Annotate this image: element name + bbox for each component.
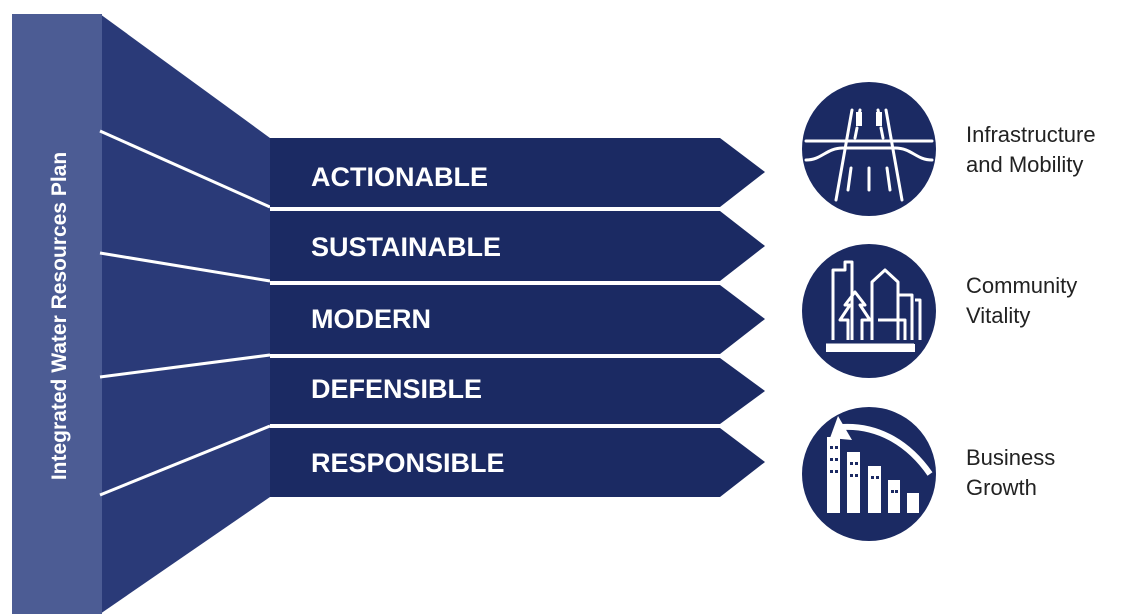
- city-skyline-icon: [802, 244, 936, 378]
- outcome-line: Community: [966, 273, 1078, 298]
- principle-arrow-responsible: [270, 428, 765, 497]
- funnel-shape: [100, 14, 270, 614]
- funnel-divider: [99, 424, 271, 497]
- funnel-divider: [99, 353, 271, 379]
- principle-label-defensible: DEFENSIBLE: [311, 374, 482, 404]
- principle-label-actionable: ACTIONABLE: [311, 162, 488, 192]
- funnel-divider: [99, 251, 271, 283]
- principle-arrow-sustainable: [270, 211, 765, 281]
- side-bar: [12, 14, 102, 614]
- principle-label-modern: MODERN: [311, 304, 431, 334]
- highway-icon: [802, 82, 936, 216]
- outcome-line: Growth: [966, 475, 1037, 500]
- principle-label-responsible: RESPONSIBLE: [311, 448, 505, 478]
- principle-arrow-modern: [270, 285, 765, 354]
- principle-arrows: ACTIONABLE SUSTAINABLE MODERN DEFENSIBLE…: [270, 138, 765, 497]
- outcome-line: and Mobility: [966, 152, 1084, 177]
- side-title: Integrated Water Resources Plan: [48, 152, 71, 480]
- outcome-line: Vitality: [966, 303, 1031, 328]
- funnel-divider: [99, 129, 271, 209]
- principle-label-sustainable: SUSTAINABLE: [311, 232, 501, 262]
- growth-chart-icon: [802, 407, 936, 541]
- outcome-label-community: Community Vitality: [966, 271, 1077, 331]
- outcome-line: Business: [966, 445, 1056, 470]
- outcome-label-infrastructure: Infrastructure and Mobility: [966, 120, 1096, 180]
- outcome-label-business: Business Growth: [966, 443, 1055, 503]
- outcome-line: Infrastructure: [966, 122, 1096, 147]
- principle-arrow-actionable: [270, 138, 765, 207]
- principle-arrow-defensible: [270, 358, 765, 424]
